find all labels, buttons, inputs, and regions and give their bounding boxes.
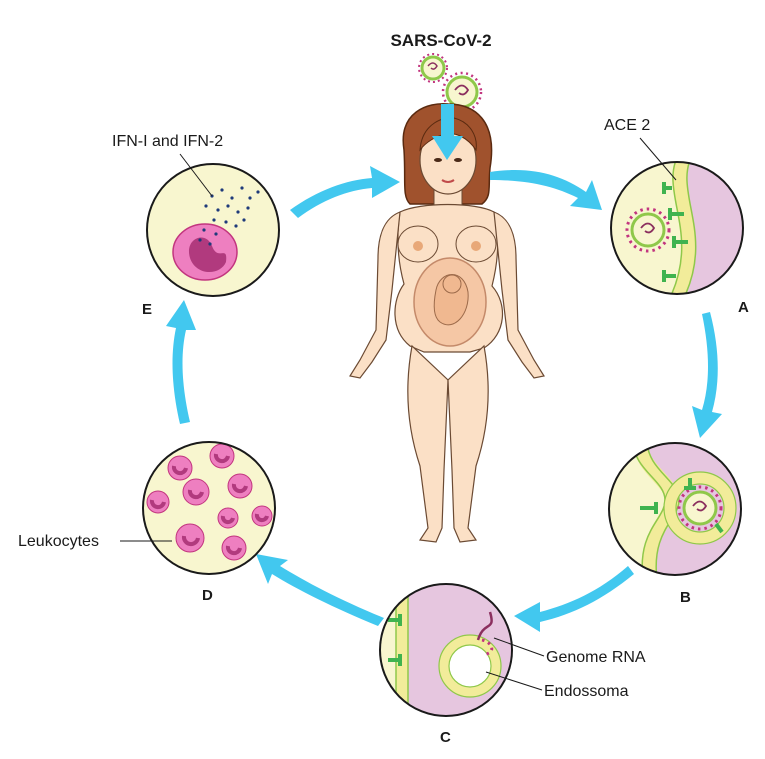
sars-cov-2-virus-small-icon <box>418 53 448 83</box>
stage-a-circle <box>610 161 744 295</box>
ifn-label: IFN-I and IFN-2 <box>112 133 223 150</box>
leukocyte-cell <box>182 478 210 506</box>
stage-e-circle <box>146 163 280 297</box>
stage-c-circle <box>379 583 513 717</box>
leukocytes-label: Leukocytes <box>18 533 99 550</box>
leukocyte-cell <box>146 490 170 514</box>
arrow-woman-to-a <box>490 170 602 210</box>
stage-label-d: D <box>202 587 213 604</box>
leukocyte-cell <box>175 523 205 553</box>
ifn-molecules <box>198 186 260 246</box>
endosome-label: Endossoma <box>544 683 629 700</box>
leukocyte-cell <box>217 507 239 529</box>
virus-entry-arrow <box>432 104 463 160</box>
stage-label-e: E <box>142 301 152 318</box>
stage-label-b: B <box>680 589 691 606</box>
stage-d-circle <box>142 441 276 575</box>
arrow-a-to-b <box>692 312 722 438</box>
leukocyte-cell <box>209 443 235 469</box>
ace2-label: ACE 2 <box>604 117 650 134</box>
pregnant-woman-figure <box>349 103 545 543</box>
arrow-e-to-woman <box>290 166 400 218</box>
stage-label-c: C <box>440 729 451 746</box>
leukocyte-cell <box>221 535 247 561</box>
leukocyte-cell <box>167 455 193 481</box>
leukocyte-cell <box>227 473 253 499</box>
ifn-leader-line <box>179 153 213 197</box>
endosome-leader-line <box>485 671 543 691</box>
leukocyte-cell <box>251 505 273 527</box>
genome-rna-leader-line <box>493 637 545 657</box>
sars-cov-2-virus-large-icon <box>441 71 483 113</box>
stage-b-circle <box>608 442 742 576</box>
ace2-leader-line <box>639 137 677 181</box>
genome-rna-label: Genome RNA <box>546 649 646 666</box>
diagram-title: SARS-CoV-2 <box>390 31 491 50</box>
arrow-b-to-c <box>514 566 634 632</box>
stage-label-a: A <box>738 299 749 316</box>
arrow-c-to-d <box>256 554 384 626</box>
arrow-d-to-e <box>166 300 196 424</box>
